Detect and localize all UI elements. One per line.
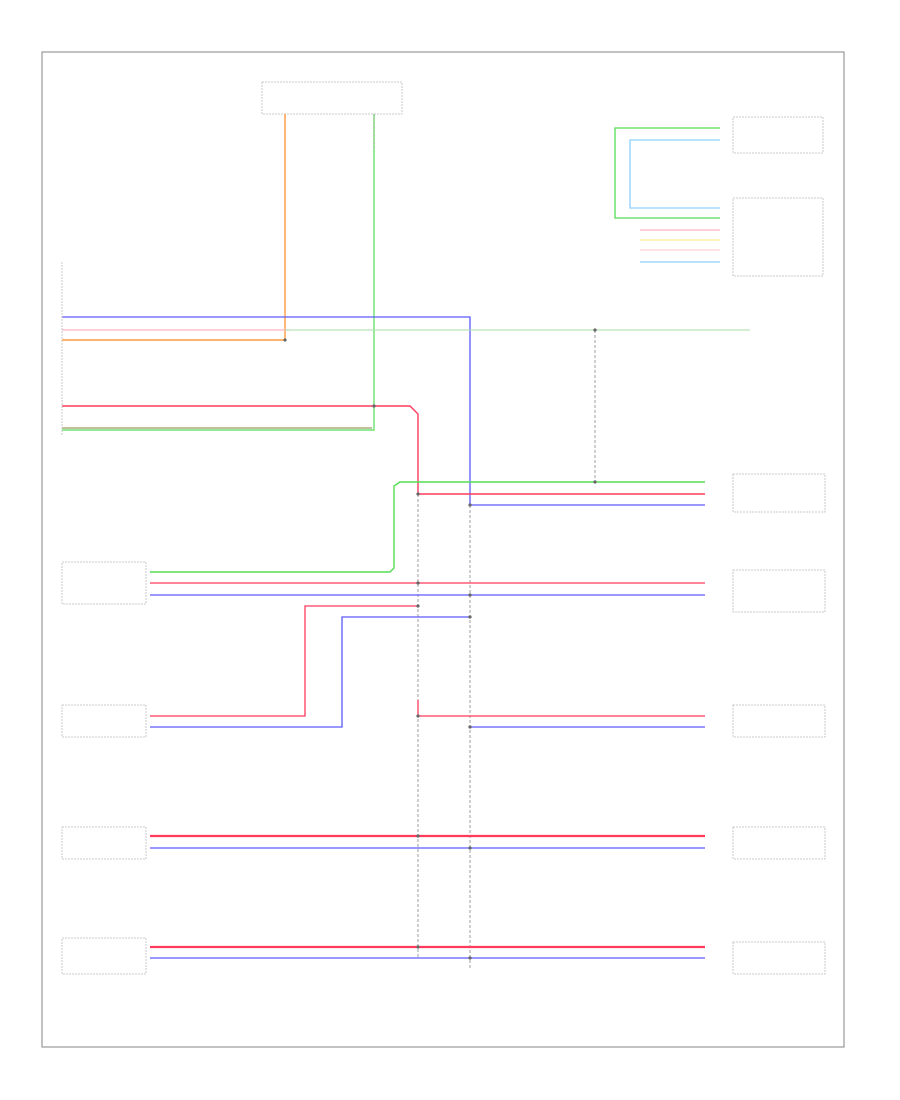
blue-wire-steer-branch	[150, 616, 470, 728]
meter-connector-right	[732, 941, 826, 975]
steering-connector-right	[732, 704, 826, 738]
orange-wire	[62, 114, 286, 341]
junction-dots	[283, 328, 597, 960]
lightblue-loop	[629, 139, 720, 209]
diagram-frame	[41, 51, 845, 1048]
skid-connector-right	[732, 826, 826, 860]
green-wire-srs	[150, 481, 705, 573]
body-connector-left	[61, 937, 147, 975]
red-wire-top	[62, 405, 705, 495]
green-loop	[614, 127, 720, 219]
hybrid-connector-left	[61, 826, 147, 860]
green-wire-top	[62, 114, 375, 431]
blue-trunk-top	[62, 316, 471, 505]
top-right-connector-2	[732, 197, 824, 277]
red-wire-steer-branch	[150, 605, 418, 717]
top-right-connector-1	[732, 116, 824, 154]
red-wire-steer	[417, 700, 705, 717]
srs-connector	[732, 473, 826, 513]
yaw-connector-left	[61, 704, 147, 738]
top-fuse-block	[261, 81, 403, 115]
abs-connector-left	[61, 561, 147, 605]
abs-connector-right	[732, 569, 826, 613]
